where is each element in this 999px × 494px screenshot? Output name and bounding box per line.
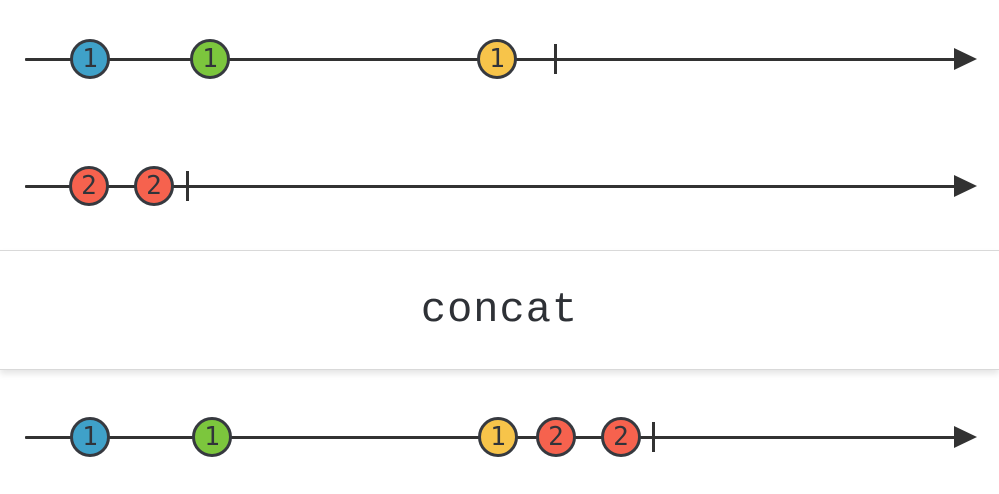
output-observable-complete-tick <box>652 422 655 452</box>
output-observable-marble-4: 2 <box>536 417 576 457</box>
output-observable-marble-3: 1 <box>478 417 518 457</box>
arrowhead-icon <box>954 426 977 448</box>
input-observable-1-complete-tick[interactable] <box>554 44 557 74</box>
input-observable-1-marble-3[interactable]: 1 <box>477 39 517 79</box>
arrowhead-icon <box>954 175 977 197</box>
input-observable-2-complete-tick[interactable] <box>186 171 189 201</box>
input-observable-1-marble-1[interactable]: 1 <box>70 39 110 79</box>
output-observable-marble-1: 1 <box>70 417 110 457</box>
operator-label: concat <box>420 286 579 334</box>
operator-band: concat <box>0 250 999 370</box>
arrowhead-icon <box>954 48 977 70</box>
output-observable-marble-2: 1 <box>192 417 232 457</box>
input-observable-2-marble-2[interactable]: 2 <box>134 166 174 206</box>
input-observable-1-marble-2[interactable]: 1 <box>190 39 230 79</box>
input-observable-2-line <box>25 185 957 188</box>
input-observable-2-marble-1[interactable]: 2 <box>69 166 109 206</box>
output-observable-marble-5: 2 <box>601 417 641 457</box>
